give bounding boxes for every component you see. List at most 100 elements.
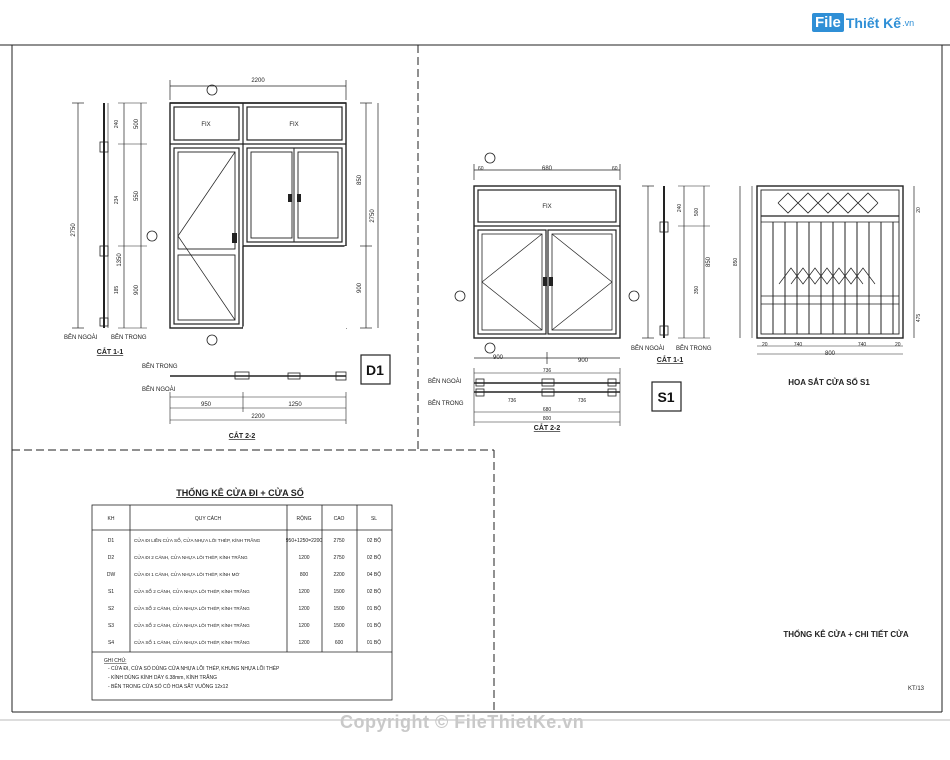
d1-side-inside: BÊN TRONG <box>111 333 147 341</box>
table-cell: 04 BỘ <box>367 571 381 578</box>
d1-tag <box>360 354 391 385</box>
logo-text: Thiết Kế <box>845 14 902 31</box>
table-cell: 02 BỘ <box>367 537 381 544</box>
d1-dim-left-4: 900 <box>134 284 140 295</box>
s1-plan-dim-2: 736 <box>508 398 517 404</box>
table-cell: 1200 <box>298 555 309 561</box>
table-cell: D2 <box>108 555 115 561</box>
table-header-kh: KH <box>108 516 115 522</box>
grille-title: HOA SẮT CỬA SỔ S1 <box>788 378 870 387</box>
s1-plan-inside: BÊN TRONG <box>428 399 464 407</box>
table-header-qty: SL <box>371 516 377 522</box>
s1-grille <box>739 185 915 355</box>
s1-plan-dim-4: 680 <box>543 407 552 413</box>
table-cell: D1 <box>108 538 115 544</box>
table-cell: 1200 <box>298 623 309 629</box>
d1-section-1-1: CẮT 1-1 <box>97 347 124 356</box>
grille-dim-3: 740 <box>858 342 867 348</box>
d1-plan-dim-2: 1250 <box>288 402 302 408</box>
d1-section-2-2: CẮT 2-2 <box>229 431 256 440</box>
s1-side-dim-2: 850 <box>706 256 712 267</box>
grille-dim-5: 800 <box>825 351 836 357</box>
d1-overall-width: 2200 <box>251 78 265 84</box>
s1-fix: FIX <box>542 204 551 210</box>
table-cell: CỬA ĐI 2 CÁNH, CỬA NHỰA LÕI THÉP, KÍNH T… <box>134 553 248 560</box>
grille-dim-1: 20 <box>762 342 768 348</box>
d1-side-outside: BÊN NGOÀI <box>64 333 98 341</box>
table-row: S4 CỬA SỔ 1 CÁNH, CỬA NHỰA LÕI THÉP, KÍNH… <box>108 638 381 646</box>
table-cell: 600 <box>335 640 344 646</box>
table-cell: 1200 <box>298 589 309 595</box>
d1-fix-right: FIX <box>289 122 298 128</box>
d1-plan-inside: BÊN TRONG <box>142 362 178 370</box>
table-cell: 1500 <box>333 589 344 595</box>
table-cell: 1500 <box>333 606 344 612</box>
logo-domain: .vn <box>902 17 915 28</box>
table-rows: D1 CỬA ĐI LIỀN CỬA SỔ, CỬA NHỰA LÕI THÉP,… <box>107 536 381 646</box>
table-cell: 1500 <box>333 623 344 629</box>
table-row: D1 CỬA ĐI LIỀN CỬA SỔ, CỬA NHỰA LÕI THÉP,… <box>108 536 381 544</box>
table-cell: 02 BỘ <box>367 588 381 595</box>
grille-dim-4: 20 <box>895 342 901 348</box>
s1-elevation <box>454 152 640 364</box>
table-cell: CỬA SỔ 1 CÁNH, CỬA NHỰA LÕI THÉP, KÍNH T… <box>134 638 250 645</box>
s1-plan-outside: BÊN NGOÀI <box>428 377 462 385</box>
grille-side-dim-2: 475 <box>916 314 922 323</box>
d1-dim-right-3: 900 <box>357 282 363 293</box>
table-cell: S3 <box>108 623 114 629</box>
table-header-height: CAO <box>334 516 345 522</box>
sheet-number: KT/13 <box>908 686 925 692</box>
s1-section-1-1: CẮT 1-1 <box>657 355 684 364</box>
table-cell: CỬA SỔ 2 CÁNH, CỬA NHỰA LÕI THÉP, KÍNH T… <box>134 621 250 628</box>
table-cell: 2200 <box>333 572 344 578</box>
s1-bottom-dim-2: 900 <box>578 358 589 364</box>
note-line-2: - KÍNH DÙNG KÍNH DÀY 6.38mm, KÍNH TRẮNG <box>108 673 217 681</box>
schedule-table <box>91 504 393 701</box>
s1-top-dim-2: 680 <box>542 166 553 172</box>
table-cell: 950+1250=2200 <box>286 538 323 544</box>
table-cell: DW <box>107 572 116 578</box>
table-cell: 01 BỘ <box>367 605 381 612</box>
table-cell: 800 <box>300 572 309 578</box>
s1-bottom-dim-1: 900 <box>493 355 504 361</box>
s1-top-dim-3: 60 <box>612 166 618 172</box>
d1-dim-left-3: 1350 <box>117 253 123 267</box>
s1-tag <box>651 381 682 412</box>
table-header-width: RỘNG <box>297 515 312 522</box>
table-cell: S4 <box>108 640 114 646</box>
d1-tick-2: 234 <box>114 196 120 205</box>
table-cell: 02 BỘ <box>367 554 381 561</box>
table-row: D2 CỬA ĐI 2 CÁNH, CỬA NHỰA LÕI THÉP, KÍNH… <box>108 553 381 561</box>
table-cell: 01 BỘ <box>367 622 381 629</box>
s1-side-section <box>642 185 710 339</box>
table-cell: CỬA ĐI 1 CÁNH, CỬA NHỰA LÕI THÉP, KÍNH M… <box>134 571 239 577</box>
d1-plan-outside: BÊN NGOÀI <box>142 385 176 393</box>
table-title: THỐNG KÊ CỬA ĐI + CỬA SỔ <box>176 487 304 498</box>
table-row: S3 CỬA SỔ 2 CÁNH, CỬA NHỰA LÕI THÉP, KÍNH… <box>108 621 381 629</box>
table-cell: S2 <box>108 606 114 612</box>
table-cell: 01 BỘ <box>367 639 381 646</box>
d1-tick-1: 240 <box>114 120 120 129</box>
table-cell: 1200 <box>298 640 309 646</box>
table-cell: CỬA ĐI LIỀN CỬA SỔ, CỬA NHỰA LÕI THÉP, K… <box>134 536 261 543</box>
table-header: KH QUY CÁCH RỘNG CAO SL <box>108 515 378 522</box>
s1-side-inside: BÊN TRONG <box>676 344 712 352</box>
brand-logo[interactable]: File Thiết Kế .vn <box>812 13 914 32</box>
d1-tag-label: D1 <box>366 362 384 378</box>
grille-dim-2: 740 <box>794 342 803 348</box>
table-cell: S1 <box>108 589 114 595</box>
s1-plan-dim-5: 800 <box>543 416 552 422</box>
note-line-3: - BÊN TRONG CỬA SỔ CÓ HOA SẮT VUÔNG 12x1… <box>108 682 228 690</box>
table-cell: 1200 <box>298 606 309 612</box>
grille-side-dim-3: 20 <box>916 207 922 213</box>
notes-title: GHI CHÚ: <box>104 657 127 664</box>
s1-side-dim-1: 240 <box>677 204 683 213</box>
copyright-watermark: Copyright © FileThietKe.vn <box>340 712 585 732</box>
d1-left-section <box>72 102 147 329</box>
sheet-title: THỐNG KÊ CỬA + CHI TIẾT CỬA <box>783 629 908 639</box>
s1-plan-section <box>473 368 621 426</box>
note-line-1: - CỬA ĐI, CỬA SỔ DÙNG CỬA NHỰA LÕI THÉP,… <box>108 665 280 672</box>
s1-section-2-2: CẮT 2-2 <box>534 423 561 432</box>
